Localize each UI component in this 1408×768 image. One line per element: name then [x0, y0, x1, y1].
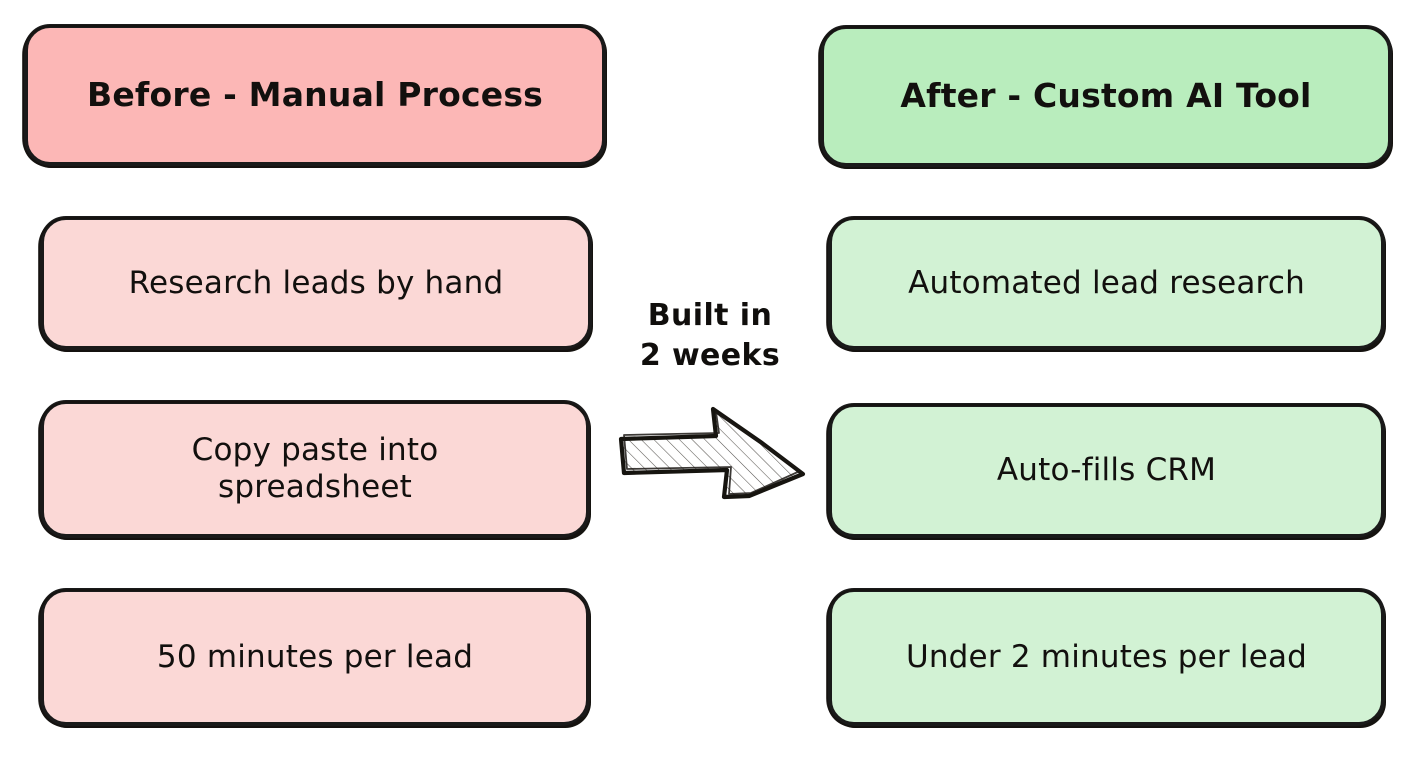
after-step-3-label: Under 2 minutes per lead — [905, 638, 1308, 675]
after-step-3-box[interactable]: Under 2 minutes per lead — [828, 588, 1385, 726]
right-arrow-icon — [612, 398, 812, 508]
connector-label-line-1: Built in — [647, 298, 773, 333]
before-step-1-label: Research leads by hand — [128, 264, 504, 301]
after-header-label: After - Custom AI Tool — [900, 75, 1312, 115]
before-header-box[interactable]: Before - Manual Process — [24, 24, 606, 166]
before-step-3-label: 50 minutes per lead — [156, 638, 474, 675]
before-step-3-box[interactable]: 50 minutes per lead — [40, 588, 590, 726]
connector-label: Built in 2 weeks — [612, 296, 808, 375]
connector-label-line-2: 2 weeks — [639, 337, 781, 373]
before-step-1-box[interactable]: Research leads by hand — [40, 216, 592, 350]
after-step-2-label: Auto-fills CRM — [996, 452, 1217, 489]
after-step-1-box[interactable]: Automated lead research — [828, 216, 1385, 350]
after-header-box[interactable]: After - Custom AI Tool — [820, 25, 1392, 167]
after-step-2-box[interactable]: Auto-fills CRM — [828, 403, 1385, 538]
before-header-label: Before - Manual Process — [86, 74, 543, 114]
after-step-1-label: Automated lead research — [908, 264, 1305, 301]
